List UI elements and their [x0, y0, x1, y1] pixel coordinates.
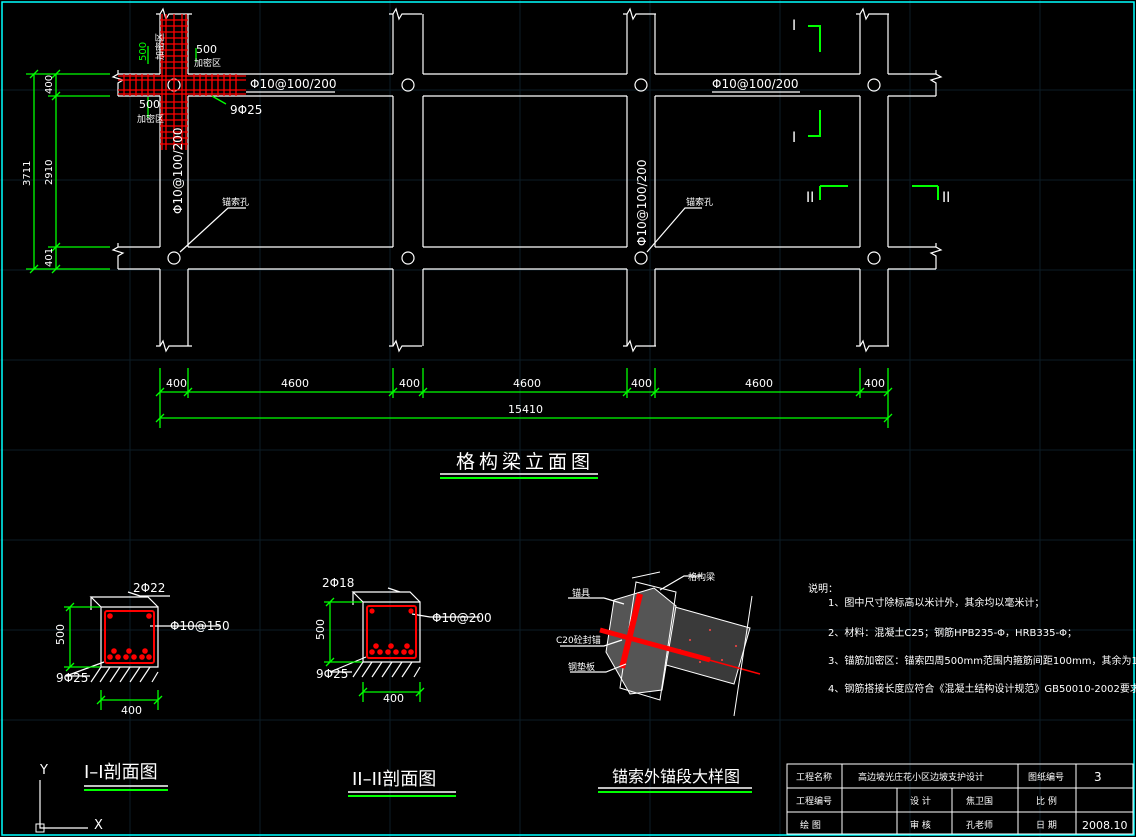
rebar-detail-red	[118, 14, 246, 150]
rebar-callout-h1: Φ10@100/200	[250, 77, 337, 91]
zone-dense-label: 加密区	[194, 57, 221, 69]
label-seal: C20砼封锚	[556, 634, 601, 646]
notes-block: 说明： 1、图中尺寸除标高以米计外，其余均以毫米计； 2、材料：混凝土C25；钢…	[808, 582, 1136, 695]
section-height: 500	[314, 619, 327, 640]
section-1-title: I–I剖面图	[84, 762, 158, 783]
dimension: 4600	[513, 377, 541, 390]
section-width: 400	[121, 704, 142, 717]
anchor-hole-label: 锚索孔	[686, 196, 713, 208]
ucs-y-label: Y	[39, 763, 48, 778]
zone-dimension: 500	[196, 43, 217, 56]
zone-dense-label: 加密区	[154, 33, 166, 60]
dimension: 400	[631, 377, 652, 390]
note-item: 2、材料：混凝土C25；钢筋HPB235-Φ，HRB335-Φ；	[828, 626, 1077, 639]
dimension: 400	[864, 377, 885, 390]
dimension: 400	[44, 75, 55, 94]
section-2-title: II–II剖面图	[352, 769, 436, 790]
top-bars-label: 2Φ18	[322, 576, 354, 590]
stirrup-label: Φ10@200	[432, 611, 492, 625]
top-bars-label: 2Φ22	[133, 581, 165, 595]
dimension-total: 15410	[508, 403, 543, 416]
anchor-detail-title: 锚索外锚段大样图	[612, 767, 740, 786]
design-label: 设 计	[910, 795, 931, 807]
section-width: 400	[383, 692, 404, 705]
main-bars-label: 9Φ25	[230, 103, 262, 117]
section-height: 500	[54, 624, 67, 645]
rebar-callout-v2: Φ10@100/200	[635, 159, 649, 246]
dimension-total: 3711	[22, 161, 33, 186]
dimension: 4600	[281, 377, 309, 390]
anchor-hole-label: 锚索孔	[222, 196, 249, 208]
project-name-label: 工程名称	[796, 771, 832, 783]
reviewer: 孔老师	[966, 819, 993, 831]
project-name: 高边坡光庄花小区边坡支护设计	[858, 771, 984, 783]
drawn-label: 绘 图	[800, 819, 821, 831]
zone-dimension: 500	[138, 42, 149, 61]
rebar-callout-h2: Φ10@100/200	[712, 77, 799, 91]
label-beam: 格构梁	[688, 571, 715, 583]
stirrup-label: Φ10@150	[170, 619, 230, 633]
zone-dimension: 500	[139, 98, 160, 111]
review-label: 审 核	[910, 819, 931, 831]
scale-label: 比 例	[1036, 795, 1057, 807]
label-anchorage: 锚具	[572, 587, 590, 599]
ucs-icon: Y X	[35, 763, 103, 833]
section-1-1: 2Φ22 Φ10@150 9Φ25 500 400 I–I剖面图	[54, 581, 230, 791]
designer: 焦卫国	[966, 795, 993, 807]
note-item: 3、锚筋加密区：锚索四周500mm范围内箍筋间距100mm，其余为150mm	[828, 654, 1136, 667]
dimension: 401	[44, 248, 55, 267]
project-no-label: 工程编号	[796, 795, 832, 807]
anchor-detail: 格构梁 锚具 C20砼封锚 钢垫板 锚索外锚段大样图	[556, 571, 761, 793]
bottom-bars-label: 9Φ25	[56, 671, 88, 685]
label-plate: 钢垫板	[568, 661, 595, 673]
title-block: 工程名称 高边坡光庄花小区边坡支护设计 图纸编号 3 工程编号 设 计 焦卫国 …	[786, 763, 1134, 835]
drawing-no-label: 图纸编号	[1028, 771, 1064, 783]
section-mark-2: II	[942, 190, 950, 206]
note-item: 4、钢筋搭接长度应符合《混凝土结构设计规范》GB50010-2002要求。	[828, 682, 1136, 695]
elevation-title: 格构梁立面图	[456, 451, 594, 473]
section-2-2: 2Φ18 Φ10@200 9Φ25 500 400 II–II剖面图	[314, 576, 492, 797]
dimension: 4600	[745, 377, 773, 390]
section-mark-1: I	[792, 130, 796, 146]
section-mark-1: I	[792, 18, 796, 34]
rebar-callout-v1: Φ10@100/200	[171, 127, 185, 214]
bottom-bars-label: 9Φ25	[316, 667, 348, 681]
dimension: 400	[399, 377, 420, 390]
notes-heading: 说明：	[808, 582, 838, 595]
dimension: 400	[166, 377, 187, 390]
ucs-x-label: X	[94, 818, 103, 833]
note-item: 1、图中尺寸除标高以米计外，其余均以毫米计；	[828, 596, 1044, 609]
date-label: 日 期	[1036, 820, 1057, 831]
date: 2008.10	[1082, 819, 1128, 832]
section-mark-2: II	[806, 190, 814, 206]
lattice-beam-elevation: 500 加密区 500 加密区 500 加密区 9Φ25 Φ10@100/200…	[22, 7, 950, 479]
drawing-no: 3	[1094, 770, 1102, 784]
zone-dense-label: 加密区	[137, 113, 164, 125]
dimension: 2910	[44, 160, 55, 185]
